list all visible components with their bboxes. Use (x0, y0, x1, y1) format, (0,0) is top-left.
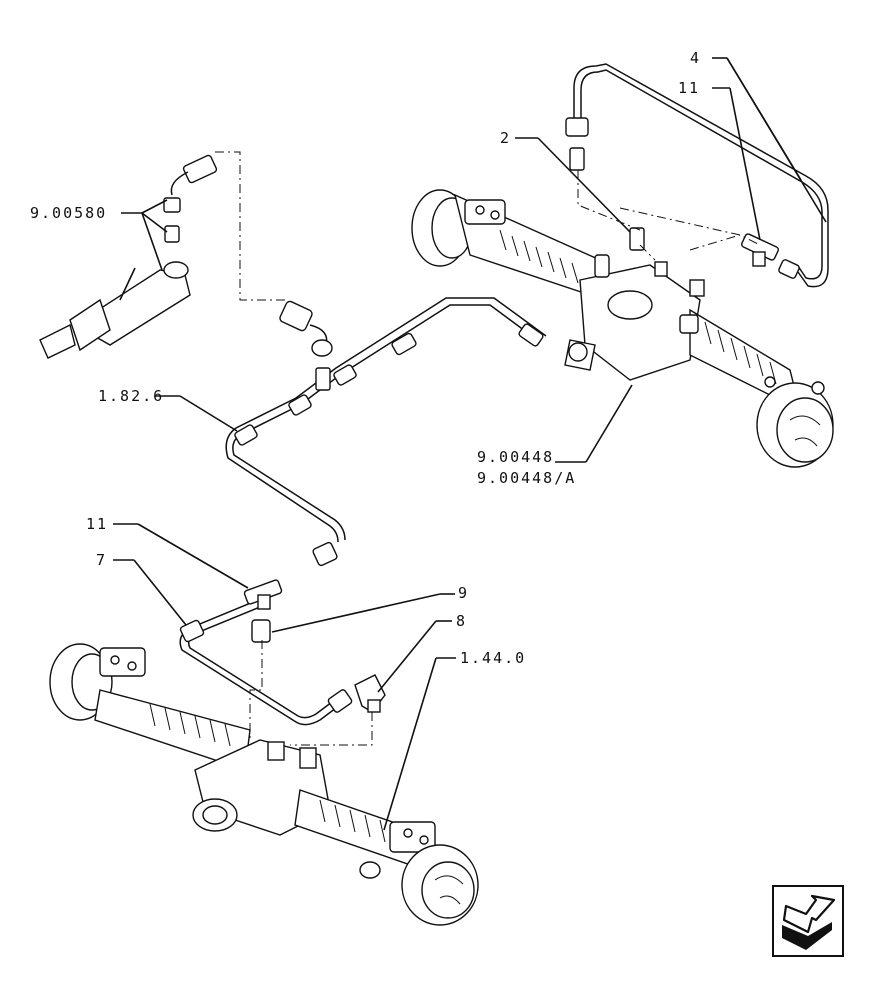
callout-1-82-6: 1.82.6 (98, 387, 164, 405)
callout-7: 7 (96, 551, 107, 569)
front-axle-bottom (49, 643, 479, 926)
callout-9: 9 (458, 584, 469, 602)
next-page-button[interactable] (772, 885, 844, 957)
callout-9-00580: 9.00580 (30, 204, 107, 222)
callout-9-00448a: 9.00448/A (477, 469, 576, 487)
next-page-arrow-icon (782, 894, 836, 950)
callout-8: 8 (456, 612, 467, 630)
callout-4: 4 (690, 49, 701, 67)
callout-labels: 4 11 2 9.00580 1.82.6 9.00448 9.00448/A … (30, 49, 701, 667)
brake-pipes (179, 63, 829, 726)
fittings (39, 147, 800, 713)
leader-lines (113, 57, 827, 831)
rear-axle-top (411, 189, 834, 468)
callout-2: 2 (500, 129, 511, 147)
callout-11-mid: 11 (86, 515, 108, 533)
callout-11-top: 11 (678, 79, 700, 97)
callout-1-44-0: 1.44.0 (460, 649, 526, 667)
callout-9-00448: 9.00448 (477, 448, 554, 466)
